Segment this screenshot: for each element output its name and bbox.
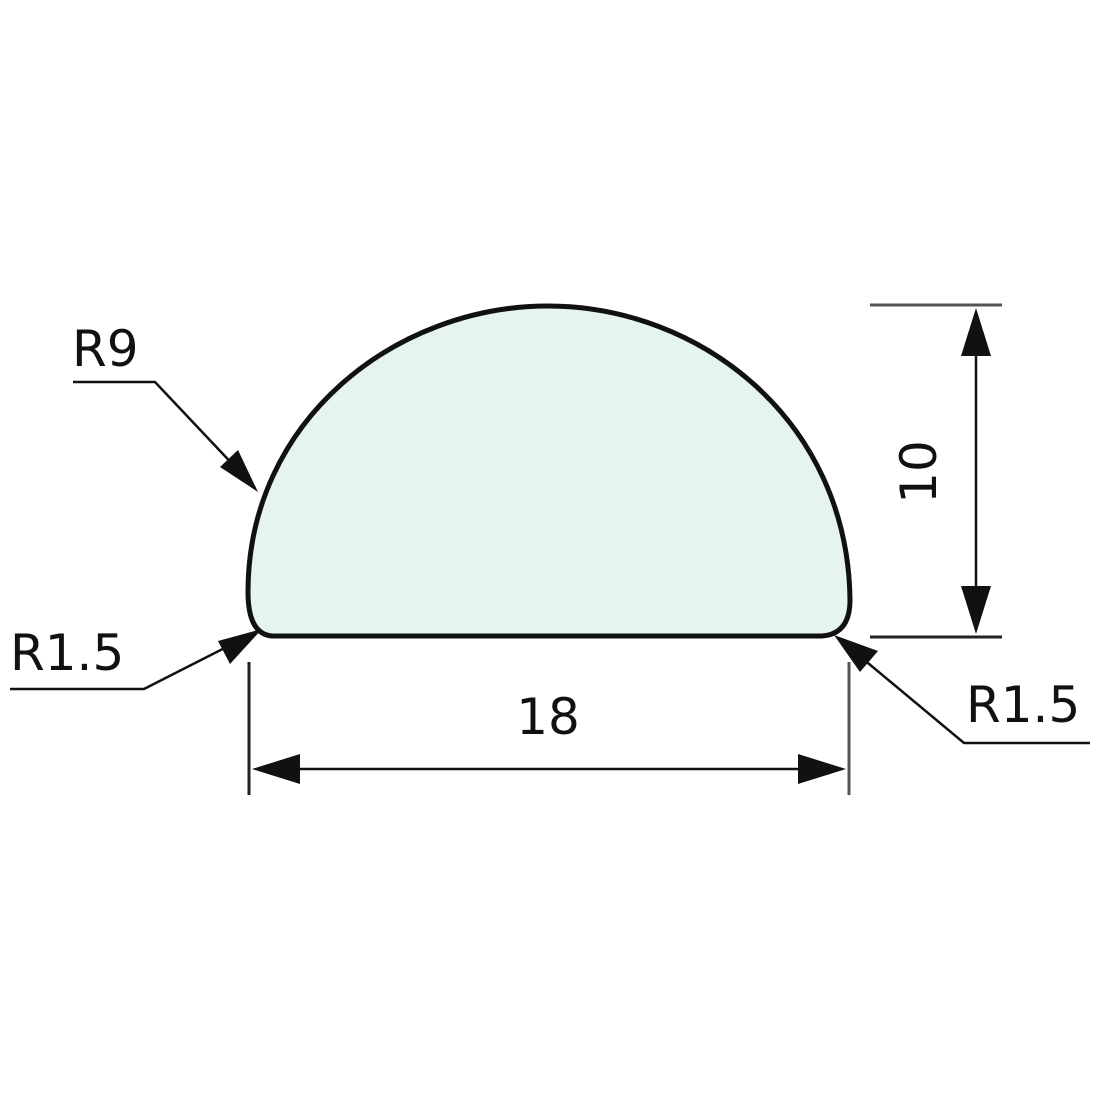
r9-leader bbox=[73, 380, 258, 492]
height-label: 10 bbox=[890, 440, 948, 504]
d-profile-shape bbox=[245, 303, 853, 639]
r9-label: R9 bbox=[72, 320, 139, 378]
height-dimension bbox=[870, 303, 1002, 639]
r1-5-left-leader bbox=[10, 629, 262, 691]
r1-5-left-label: R1.5 bbox=[10, 624, 124, 682]
width-label: 18 bbox=[516, 688, 580, 746]
width-dimension bbox=[247, 662, 851, 795]
r1-5-right-label: R1.5 bbox=[966, 676, 1080, 734]
r1-5-right-leader bbox=[834, 635, 1090, 745]
